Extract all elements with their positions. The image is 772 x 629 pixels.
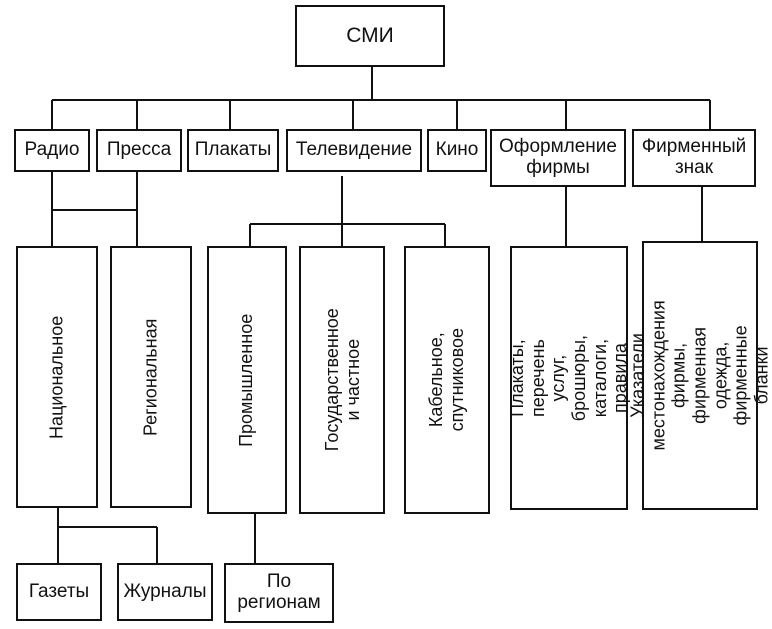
sub-regional: Региональная [110,246,192,508]
category-press-label: Пресса [106,139,172,161]
sub-industrial-label: Промышленное [236,313,257,447]
category-firm-design-label: Оформление фирмы [499,136,617,178]
category-television-label: Телевидение [295,139,413,161]
sub-industrial: Промышленное [207,246,287,514]
sub-national-label: Национальное [46,315,67,439]
sub-cable-satellite-label: Кабельное, спутниковое [426,328,468,432]
sub-national: Национальное [16,246,98,508]
sub-firm-design-items: Плакаты, перечень услуг, брошюры, катало… [506,246,631,510]
root-label: СМИ [346,24,394,48]
leaf-by-region: По регионам [224,563,334,623]
category-brand-label: Фирменный знак [641,136,747,178]
sub-cable-satellite: Кабельное, спутниковое [404,246,490,514]
category-brand: Фирменный знак [632,129,756,187]
category-radio: Радио [14,129,90,172]
leaf-newspapers: Газеты [16,563,102,621]
leaf-magazines-label: Журналы [123,580,207,602]
category-radio-label: Радио [24,139,80,161]
sub-brand-items-label: Указатели местонахождения фирмы, фирменн… [627,300,772,451]
category-cinema: Кино [427,129,487,172]
sub-state-private: Государственное и частное [299,246,385,514]
root-node: СМИ [295,5,445,67]
sub-regional-label: Региональная [140,318,161,436]
category-posters-label: Плакаты [194,139,272,161]
sub-brand-items: Указатели местонахождения фирмы, фирменн… [628,241,772,510]
category-cinema-label: Кино [435,139,479,161]
leaf-by-region-label: По регионам [237,571,321,613]
category-television: Телевидение [286,129,422,172]
leaf-magazines: Журналы [117,563,213,621]
category-posters: Плакаты [187,129,279,172]
category-firm-design: Оформление фирмы [490,129,626,187]
leaf-newspapers-label: Газеты [28,580,90,602]
sub-firm-design-items-label: Плакаты, перечень услуг, брошюры, катало… [506,334,631,422]
category-press: Пресса [96,129,182,172]
sub-state-private-label: Государственное и частное [321,308,362,452]
